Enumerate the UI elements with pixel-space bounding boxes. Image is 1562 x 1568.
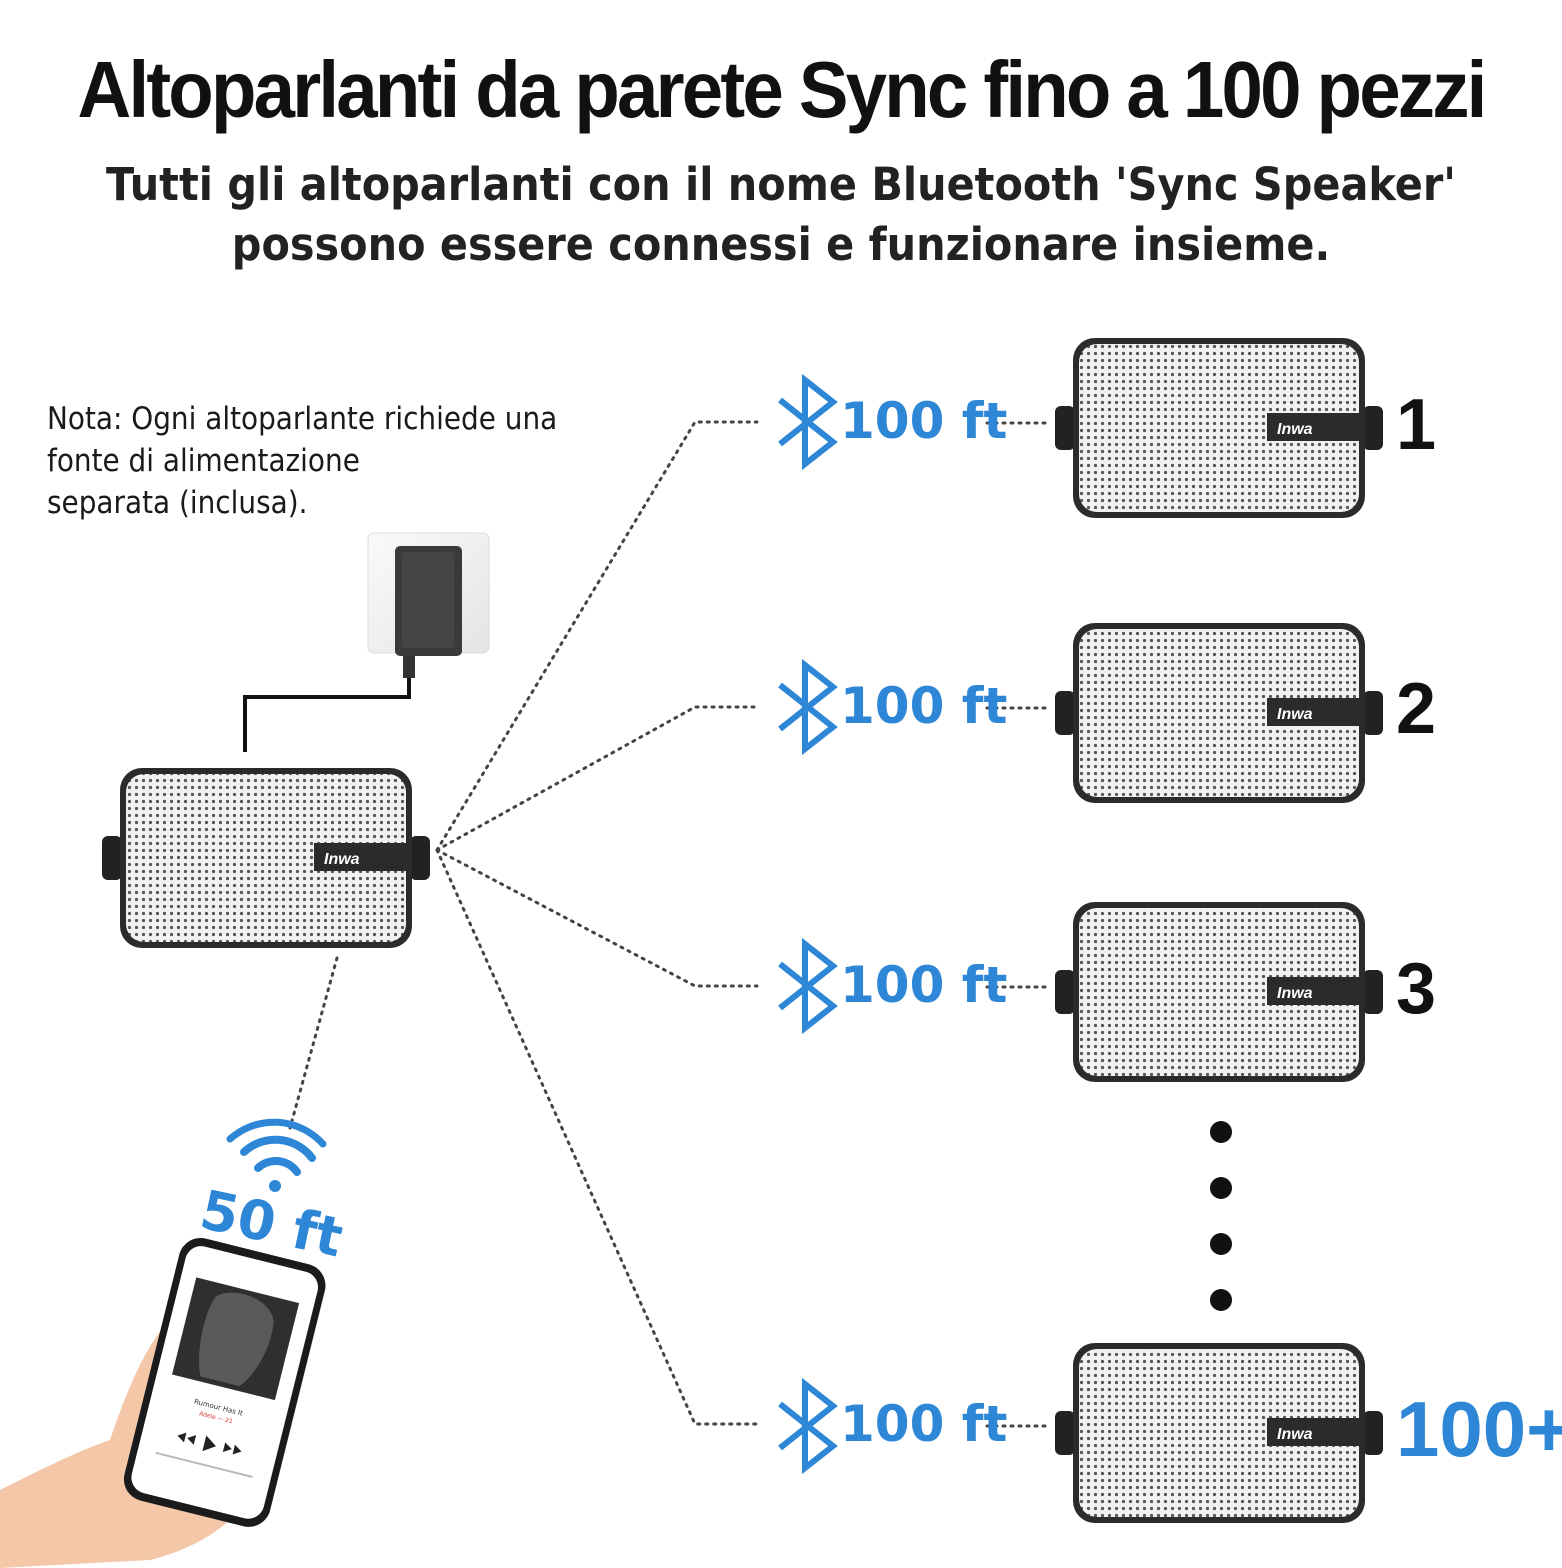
speaker-number-1: 1 [1396,385,1437,465]
bluetooth-icon [778,373,838,471]
page-title: Altoparlanti da parete Sync fino a 100 p… [77,45,1487,134]
speaker-2: Inwa [1055,623,1383,803]
bluetooth-icon [778,658,838,756]
speaker-grille [1079,908,1359,1076]
brand-badge [1267,698,1359,726]
subtitle-line-2: possono essere connessi e funzionare ins… [231,218,1331,271]
continuation-dot [1210,1233,1232,1255]
mount-knob [1363,970,1383,1014]
source-speaker: Inwa [102,768,430,948]
brand-label: Inwa [1277,1426,1313,1443]
brand-label: Inwa [1277,706,1313,723]
speaker-grille [1079,344,1359,512]
phone-link-line [288,956,339,1130]
link-line-2 [435,705,759,852]
mount-knob [1363,691,1383,735]
mount-knob [1363,1411,1383,1455]
range-label-4: 100 ft [840,1395,1008,1453]
range-label-1: 100 ft [840,392,1008,450]
continuation-dot [1210,1121,1232,1143]
note-line-2: fonte di alimentazione [47,443,360,479]
brand-label: Inwa [1277,985,1313,1002]
brand-badge [1267,413,1359,441]
play-icon [202,1435,217,1452]
power-adapter-icon [367,532,490,678]
speaker-grille [126,774,406,942]
speaker-number-2: 2 [1396,669,1437,749]
continuation-dots [1210,1121,1232,1311]
speaker-number-4: 100+ [1396,1385,1562,1473]
power-note: Nota: Ogni altoparlante richiede una fon… [47,398,587,524]
speaker-1: Inwa [1055,338,1383,518]
speaker-3: Inwa [1055,902,1383,1082]
wifi-icon [226,1118,327,1192]
speaker-100: Inwa [1055,1343,1383,1523]
note-line-3: separata (inclusa). [47,485,308,521]
bluetooth-icon [778,1377,838,1475]
mount-knob [102,836,122,880]
mount-knob [1055,406,1075,450]
speaker-number-3: 3 [1396,949,1437,1029]
forward-icon [222,1442,242,1455]
speaker-grille [1079,629,1359,797]
mount-knob [1055,1411,1075,1455]
link-line-1 [435,420,759,852]
brand-badge [1267,977,1359,1005]
link-line-3 [435,848,759,988]
bluetooth-icon [778,937,838,1035]
brand-badge [314,843,406,871]
range-label-2: 100 ft [840,677,1008,735]
speaker-grille [1079,1349,1359,1517]
link-line-4 [435,848,759,1426]
brand-label: Inwa [1277,421,1313,438]
continuation-dot [1210,1177,1232,1199]
volume-slider [155,1451,253,1478]
power-cable [243,678,411,752]
brand-badge [1267,1418,1359,1446]
rewind-icon [177,1432,197,1445]
range-label-3: 100 ft [840,956,1008,1014]
mount-knob [410,836,430,880]
phone-in-hand: Rumour Has It Adele — 21 [0,1237,326,1568]
continuation-dot [1210,1289,1232,1311]
subtitle-line-1: Tutti gli altoparlanti con il nome Bluet… [106,158,1456,211]
mount-knob [1055,970,1075,1014]
connection-lines [288,420,1052,1428]
mount-knob [1055,691,1075,735]
brand-label: Inwa [324,851,360,868]
note-line-1: Nota: Ogni altoparlante richiede una [47,401,558,437]
mount-knob [1363,406,1383,450]
